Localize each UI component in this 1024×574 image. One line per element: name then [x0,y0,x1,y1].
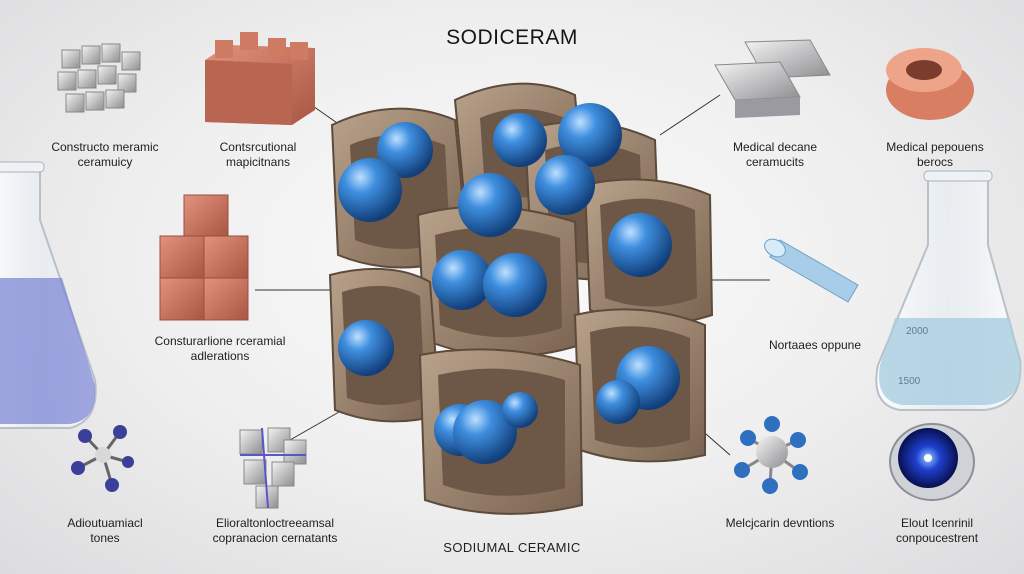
ceramic-ring-icon [886,48,974,120]
glowing-disc-icon [889,423,975,501]
crystal-lattice-icon [239,427,307,509]
structure-caption: SODIUMAL CERAMIC [443,540,581,555]
right-flask-icon [875,170,1022,411]
brick-block-icon [205,32,315,125]
metal-molecule-icon [734,416,808,494]
blue-sphere [338,103,680,464]
glass-tube-icon [764,238,859,303]
metal-bar-icon [714,39,831,118]
molecule-icon [71,425,134,492]
flask-mark-2000: 2000 [906,326,929,337]
label-mid-right: Nortaaes oppune [768,338,862,352]
left-flask-icon [0,161,97,429]
label-bottom-right-1: Melcjcarin devntions [725,516,835,530]
flask-mark-1500: 1500 [898,376,921,387]
sodium-ceramic-structure [328,82,714,515]
ceramic-cube-cluster-icon [57,43,141,113]
brick-stack-icon [159,194,249,321]
page-title: SODICERAM [446,26,578,49]
